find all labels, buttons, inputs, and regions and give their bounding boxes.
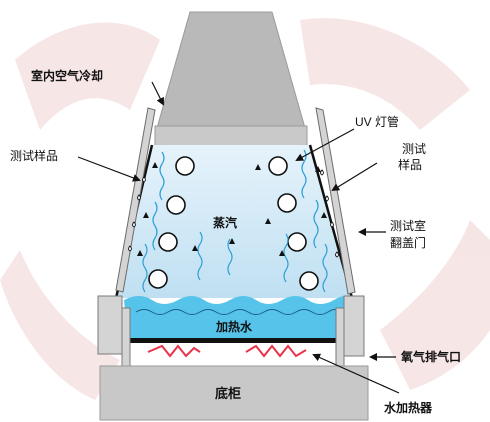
callout-arrows: [77, 81, 400, 394]
label-test-sample-right-line1: 测试: [402, 141, 426, 156]
up-arrow-icon: [229, 238, 235, 244]
up-arrow-icon: [265, 218, 271, 224]
lamp-circle-icon: [166, 195, 186, 215]
droplet-icon: [325, 195, 329, 202]
droplet-icon: [330, 221, 334, 228]
arrow-icon: [295, 128, 355, 161]
right-panels: [315, 107, 365, 367]
label-test-sample-right-line2: 样品: [398, 157, 422, 172]
up-arrow-icon: [192, 245, 198, 251]
label-steam: 蒸汽: [213, 215, 237, 230]
up-arrow-icon: [143, 212, 149, 218]
label-cabinet: 底柜: [215, 386, 241, 402]
arrow-icon: [151, 81, 164, 106]
label-water-heater: 水加热器: [384, 400, 433, 415]
water-heater-element: [147, 344, 307, 358]
water-bath: [124, 296, 348, 338]
droplet-icon: [128, 245, 132, 252]
up-arrow-icon: [321, 212, 327, 218]
cabinet: [99, 365, 369, 421]
arrow-icon: [331, 162, 378, 192]
lamp-circle-icon: [175, 156, 195, 176]
up-arrow-icon: [152, 162, 158, 168]
label-test-chamber-door-line1: 测试室: [390, 218, 426, 233]
lamp-circle-icon: [299, 271, 319, 291]
label-test-chamber-door-line2: 翻盖门: [390, 235, 426, 250]
droplet-icon: [137, 194, 141, 201]
hood: [154, 11, 308, 149]
water-waves: [135, 309, 339, 315]
lamp-circle-icon: [287, 232, 307, 252]
up-arrow-icon: [137, 250, 143, 256]
droplet-icon: [142, 176, 146, 183]
droplet-icon: [320, 169, 324, 176]
label-uv-lamp: UV 灯管: [355, 114, 399, 129]
droplet-icon: [132, 221, 136, 228]
droplet-icon: [335, 251, 339, 258]
watermark: [0, 18, 490, 400]
lamp-circle-icon: [158, 232, 178, 252]
label-test-sample-left: 测试样品: [10, 148, 58, 163]
arrow-icon: [312, 353, 400, 394]
left-panels: [97, 107, 156, 367]
steam-arrows: [137, 162, 327, 256]
lamp-circle-icon: [268, 156, 288, 176]
steam-lines: [142, 149, 328, 293]
up-arrow-icon: [255, 164, 261, 170]
up-arrow-icon: [315, 166, 321, 172]
label-heated-water: 加热水: [215, 319, 253, 334]
label-room-air-cooling: 室内空气冷却: [31, 68, 103, 83]
up-arrow-icon: [279, 250, 285, 256]
lamp-circle-icon: [277, 193, 297, 213]
label-oxygen-exhaust: 氧气排气口: [400, 349, 461, 364]
uv-lamps: [148, 156, 319, 291]
arrow-icon: [77, 156, 141, 182]
droplets: [128, 169, 339, 258]
lamp-circle-icon: [148, 269, 168, 289]
